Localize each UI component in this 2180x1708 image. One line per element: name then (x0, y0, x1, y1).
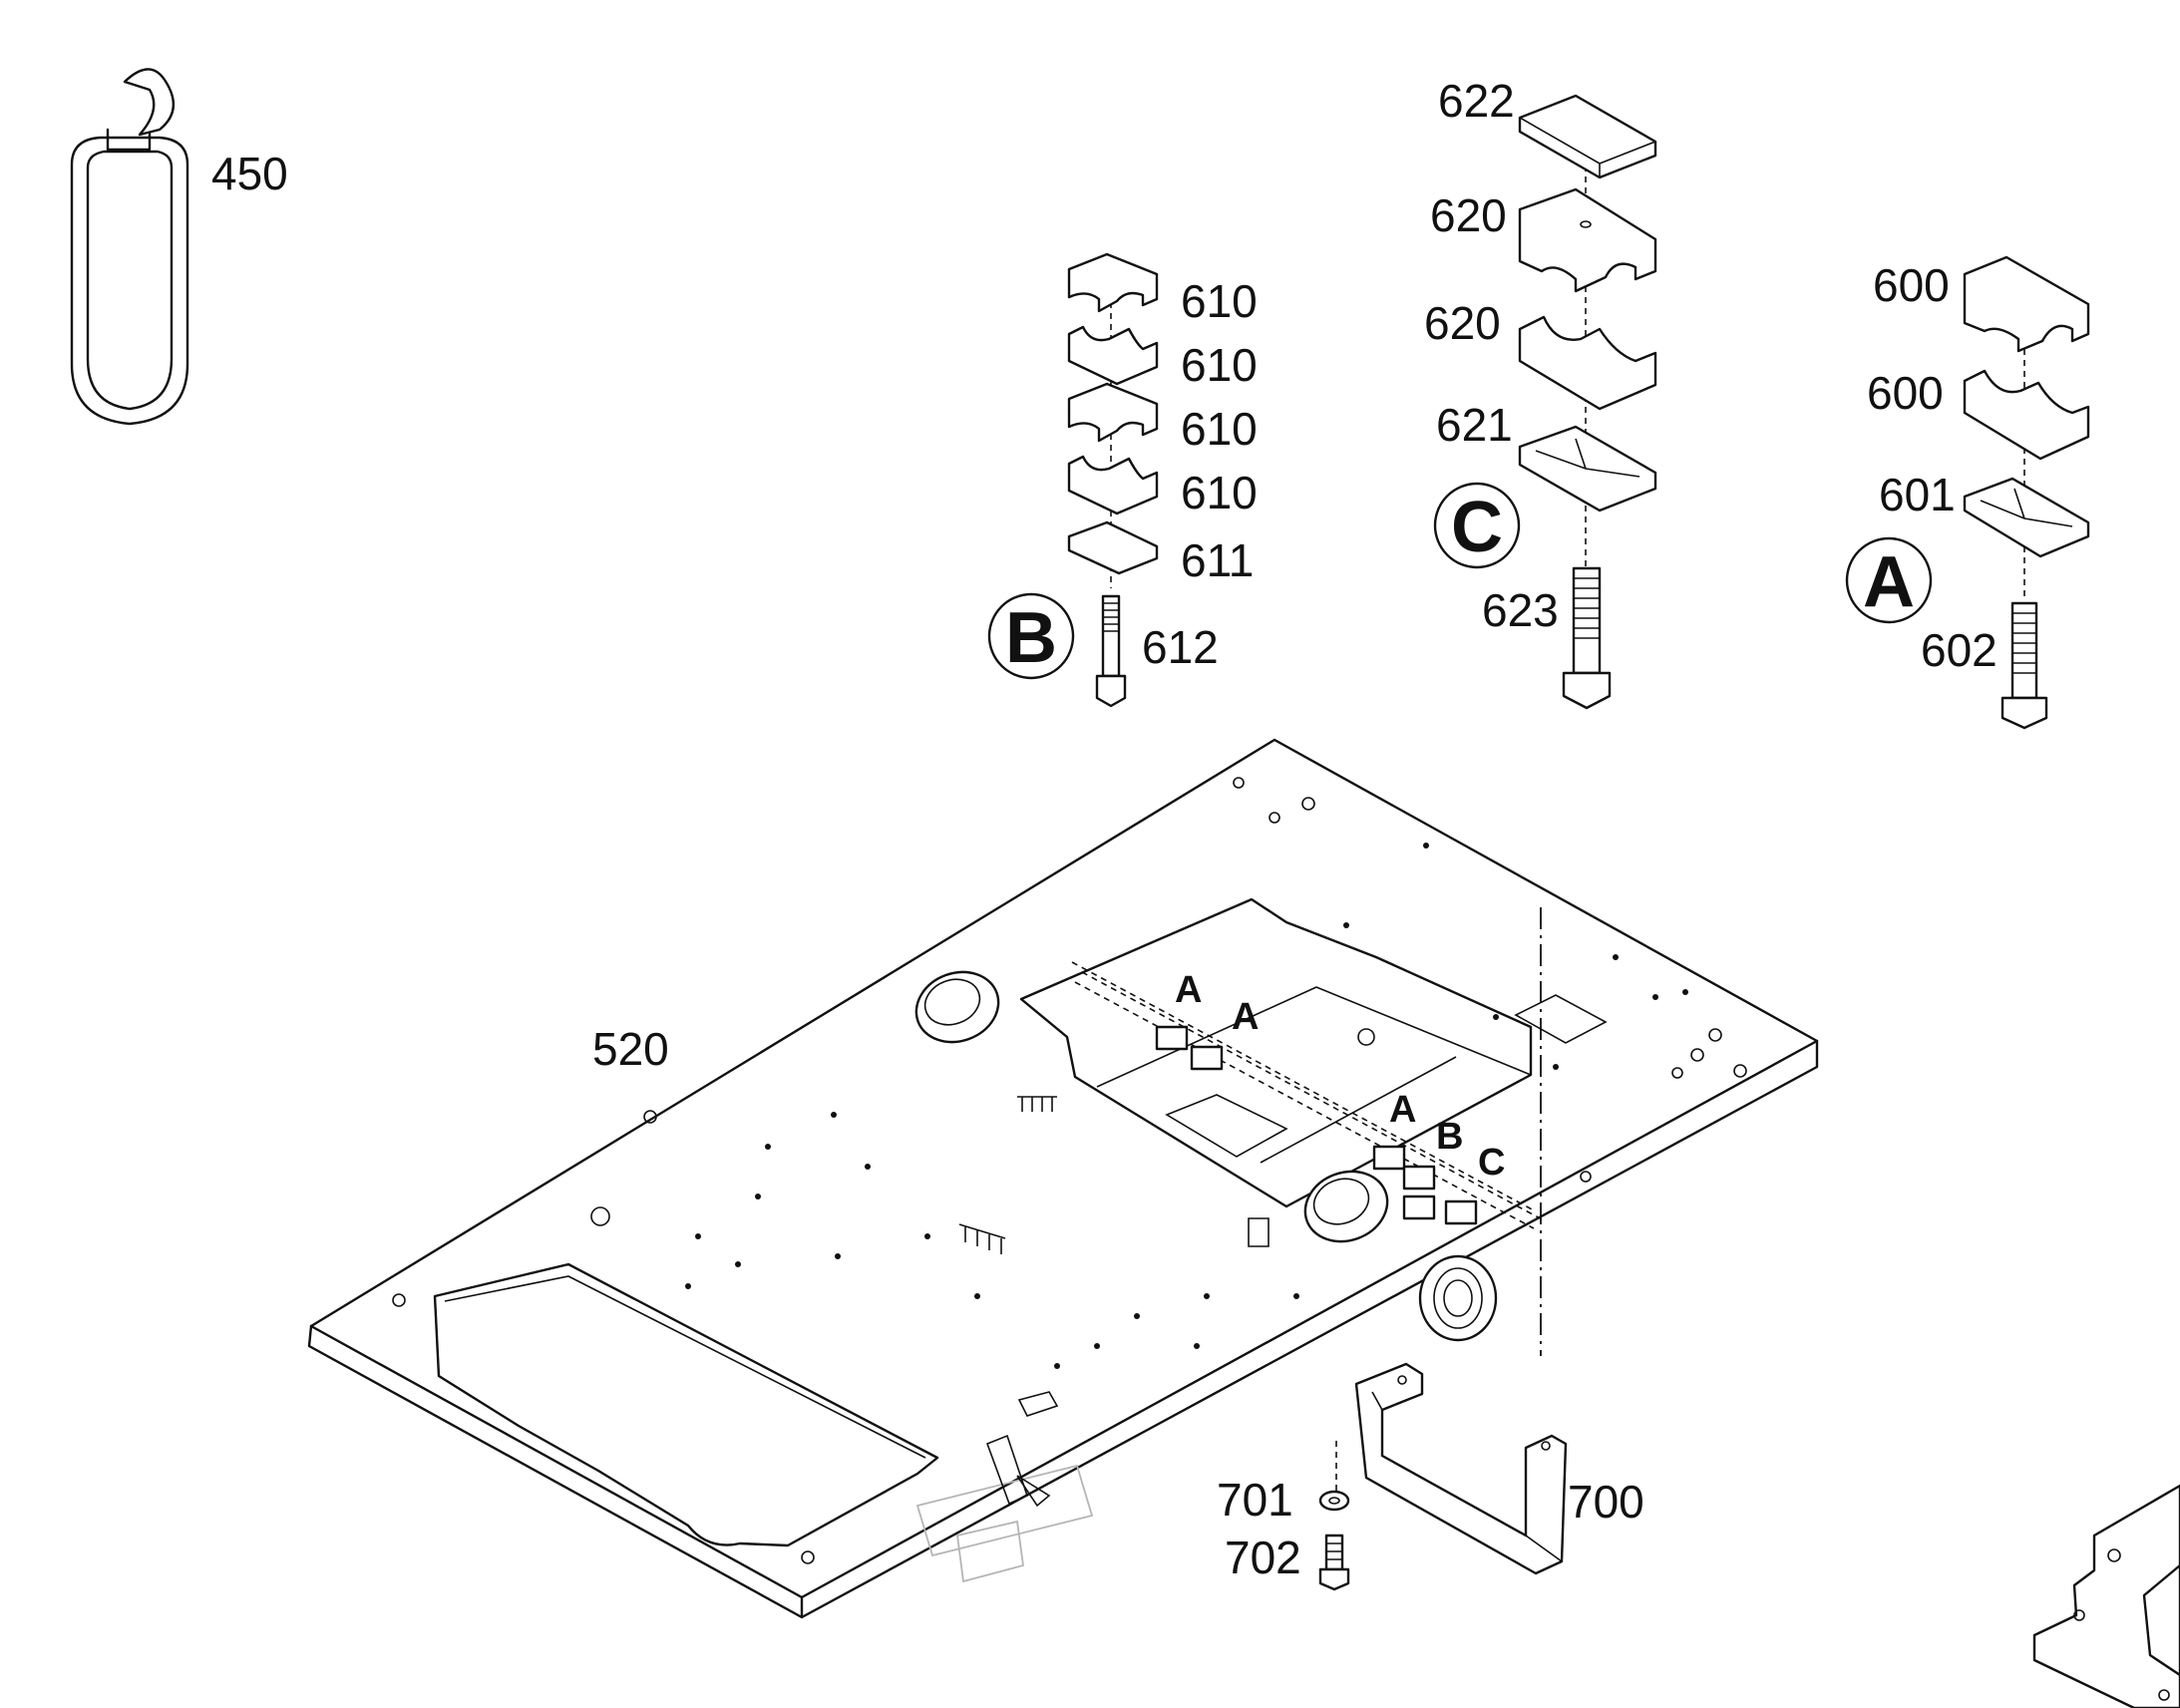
plate-tag-c: C (1478, 1142, 1505, 1184)
screw-702 (1318, 1534, 1350, 1591)
label-621: 621 (1436, 399, 1513, 451)
plate-tag-a-2: A (1232, 996, 1259, 1038)
label-600-2: 600 (1867, 367, 1944, 419)
partial-plate-bottom-right (2032, 1484, 2180, 1708)
detail-marker-b: B (987, 592, 1075, 680)
clamp-half-610-1 (1067, 252, 1159, 313)
label-600-1: 600 (1873, 259, 1950, 311)
clamp-half-620-2 (1518, 315, 1657, 411)
clamp-half-600-2 (1963, 369, 2090, 461)
label-450: 450 (211, 148, 288, 199)
cover-plate-621 (1518, 425, 1657, 512)
cover-plate-611 (1067, 520, 1159, 575)
clamp-half-610-4 (1067, 455, 1159, 515)
cover-plate-622 (1518, 94, 1657, 179)
label-701: 701 (1217, 1474, 1293, 1526)
clamp-half-600-1 (1963, 255, 2090, 353)
cover-plate-601 (1963, 477, 2090, 558)
detail-marker-a: A (1845, 536, 1933, 624)
clamp-half-610-3 (1067, 382, 1159, 443)
plate-tag-a-1: A (1175, 969, 1202, 1011)
pipe-ring-right (1303, 1170, 1389, 1243)
bolt-623 (1562, 566, 1612, 710)
label-623: 623 (1482, 584, 1559, 636)
label-700: 700 (1568, 1476, 1644, 1528)
label-601: 601 (1879, 469, 1956, 520)
plate-tag-b: B (1436, 1116, 1463, 1158)
svg-text:B: B (1005, 598, 1057, 678)
clamp-half-610-2 (1067, 325, 1159, 386)
plate-tag-a-3: A (1389, 1089, 1416, 1131)
pipe-ring-left (914, 970, 1000, 1044)
label-620-2: 620 (1424, 297, 1501, 349)
label-610-1: 610 (1181, 275, 1258, 327)
label-620-1: 620 (1430, 189, 1507, 241)
label-602: 602 (1921, 624, 1998, 676)
svg-text:A: A (1863, 542, 1915, 622)
detail-marker-c: C (1433, 482, 1521, 569)
label-610-4: 610 (1181, 467, 1258, 518)
base-plate-520 (307, 738, 1819, 1619)
label-610-2: 610 (1181, 339, 1258, 391)
bracket-700 (1354, 1362, 1568, 1575)
clamp-stack-c (1518, 94, 1657, 710)
clamp-stack-a (1963, 255, 2090, 730)
svg-text:C: C (1451, 488, 1503, 567)
plate-clamp-blocks (1155, 1025, 1478, 1225)
label-622: 622 (1438, 75, 1515, 127)
clamp-half-620-1 (1518, 187, 1657, 293)
cable-strap-450 (70, 68, 189, 426)
washer-701 (1318, 1490, 1350, 1512)
label-612: 612 (1142, 621, 1219, 673)
label-702: 702 (1225, 1532, 1301, 1583)
clamp-stack-b (1067, 252, 1159, 708)
bolt-612 (1095, 594, 1127, 708)
plate-holes (392, 777, 1747, 1564)
pipe-coil (1418, 1254, 1498, 1342)
bolt-602 (2000, 601, 2048, 730)
label-520: 520 (592, 1023, 669, 1075)
label-610-3: 610 (1181, 403, 1258, 455)
label-611: 611 (1181, 534, 1254, 586)
